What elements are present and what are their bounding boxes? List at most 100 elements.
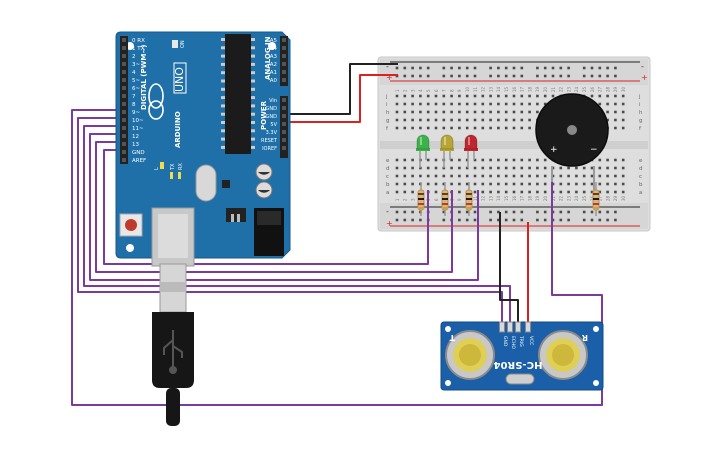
rail-hole[interactable] [614,218,617,222]
breadboard-hole[interactable] [606,110,609,114]
breadboard-hole[interactable] [450,182,453,186]
breadboard-hole[interactable] [504,182,508,186]
breadboard-hole[interactable] [481,182,485,186]
breadboard-hole[interactable] [614,174,617,178]
rail-hole[interactable] [395,218,399,222]
breadboard-hole[interactable] [512,174,516,178]
rail-hole[interactable] [504,66,508,70]
power-pin-header[interactable] [280,96,288,158]
breadboard-hole[interactable] [481,102,485,106]
rail-hole[interactable] [567,218,570,222]
rail-hole[interactable] [419,66,422,70]
breadboard-hole[interactable] [426,166,430,170]
breadboard-hole[interactable] [489,118,492,122]
rail-hole[interactable] [403,210,407,214]
breadboard-hole[interactable] [403,126,407,130]
breadboard-hole[interactable] [419,126,422,130]
breadboard-hole[interactable] [434,102,438,106]
digital-pin[interactable] [122,54,126,58]
breadboard-hole[interactable] [426,158,430,162]
power-pin[interactable] [282,106,286,110]
rail-hole[interactable] [395,66,399,70]
rail-hole[interactable] [606,66,609,70]
rail-hole[interactable] [426,66,430,70]
rail-hole[interactable] [582,210,586,214]
wire-pin10-to-sensor-trig[interactable] [83,125,511,322]
breadboard-hole[interactable] [450,94,453,98]
breadboard-hole[interactable] [442,174,446,178]
breadboard-hole[interactable] [426,102,430,106]
rail-hole[interactable] [442,210,446,214]
breadboard-hole[interactable] [395,166,399,170]
breadboard-hole[interactable] [465,174,469,178]
breadboard-hole[interactable] [481,118,485,122]
analog-pin[interactable] [282,62,286,66]
breadboard-hole[interactable] [520,158,524,162]
breadboard-hole[interactable] [559,174,563,178]
breadboard-hole[interactable] [621,158,625,162]
breadboard-hole[interactable] [536,190,539,194]
wire-5v-to-rail[interactable] [288,74,398,123]
resistor[interactable] [465,182,473,216]
breadboard-hole[interactable] [504,166,508,170]
rail-hole[interactable] [512,66,516,70]
breadboard-hole[interactable] [512,102,516,106]
breadboard-hole[interactable] [458,110,461,114]
breadboard-hole[interactable] [434,174,438,178]
breadboard-hole[interactable] [606,166,609,170]
rail-hole[interactable] [567,210,570,214]
breadboard-hole[interactable] [543,94,547,98]
breadboard-hole[interactable] [450,126,453,130]
breadboard-hole[interactable] [458,182,461,186]
breadboard-hole[interactable] [520,190,524,194]
rail-hole[interactable] [458,210,461,214]
breadboard-hole[interactable] [559,166,563,170]
digital-pin[interactable] [122,62,126,66]
breadboard-hole[interactable] [489,182,492,186]
breadboard-hole[interactable] [426,174,430,178]
breadboard-hole[interactable] [528,158,531,162]
breadboard-hole[interactable] [543,102,547,106]
breadboard-hole[interactable] [567,166,570,170]
sensor-pin[interactable] [515,321,521,333]
breadboard-hole[interactable] [497,166,500,170]
resistor[interactable] [441,182,449,216]
rail-hole[interactable] [403,66,407,70]
rail-hole[interactable] [559,210,563,214]
breadboard-hole[interactable] [590,182,594,186]
breadboard-hole[interactable] [442,182,446,186]
digital-pin[interactable] [122,70,126,74]
breadboard-hole[interactable] [528,94,531,98]
breadboard-hole[interactable] [606,190,609,194]
breadboard-hole[interactable] [419,174,422,178]
analog-pin[interactable] [282,38,286,42]
rail-hole[interactable] [411,210,414,214]
breadboard-hole[interactable] [450,174,453,178]
breadboard-hole[interactable] [489,174,492,178]
rail-hole[interactable] [559,74,563,78]
breadboard-hole[interactable] [450,166,453,170]
breadboard-hole[interactable] [606,158,609,162]
breadboard-hole[interactable] [614,190,617,194]
breadboard-hole[interactable] [536,158,539,162]
breadboard-hole[interactable] [559,190,563,194]
rail-hole[interactable] [559,218,563,222]
rail-hole[interactable] [497,74,500,78]
rail-hole[interactable] [504,74,508,78]
breadboard-hole[interactable] [458,118,461,122]
rail-hole[interactable] [426,74,430,78]
breadboard-hole[interactable] [442,102,446,106]
breadboard-hole[interactable] [512,166,516,170]
breadboard-hole[interactable] [582,182,586,186]
breadboard-hole[interactable] [536,166,539,170]
power-pin[interactable] [282,98,286,102]
power-pin[interactable] [282,122,286,126]
breadboard-hole[interactable] [465,182,469,186]
breadboard-hole[interactable] [403,102,407,106]
breadboard-hole[interactable] [403,94,407,98]
digital-pin[interactable] [122,142,126,146]
rail-hole[interactable] [473,218,477,222]
breadboard-hole[interactable] [473,182,477,186]
breadboard-hole[interactable] [528,182,531,186]
breadboard-hole[interactable] [395,110,399,114]
